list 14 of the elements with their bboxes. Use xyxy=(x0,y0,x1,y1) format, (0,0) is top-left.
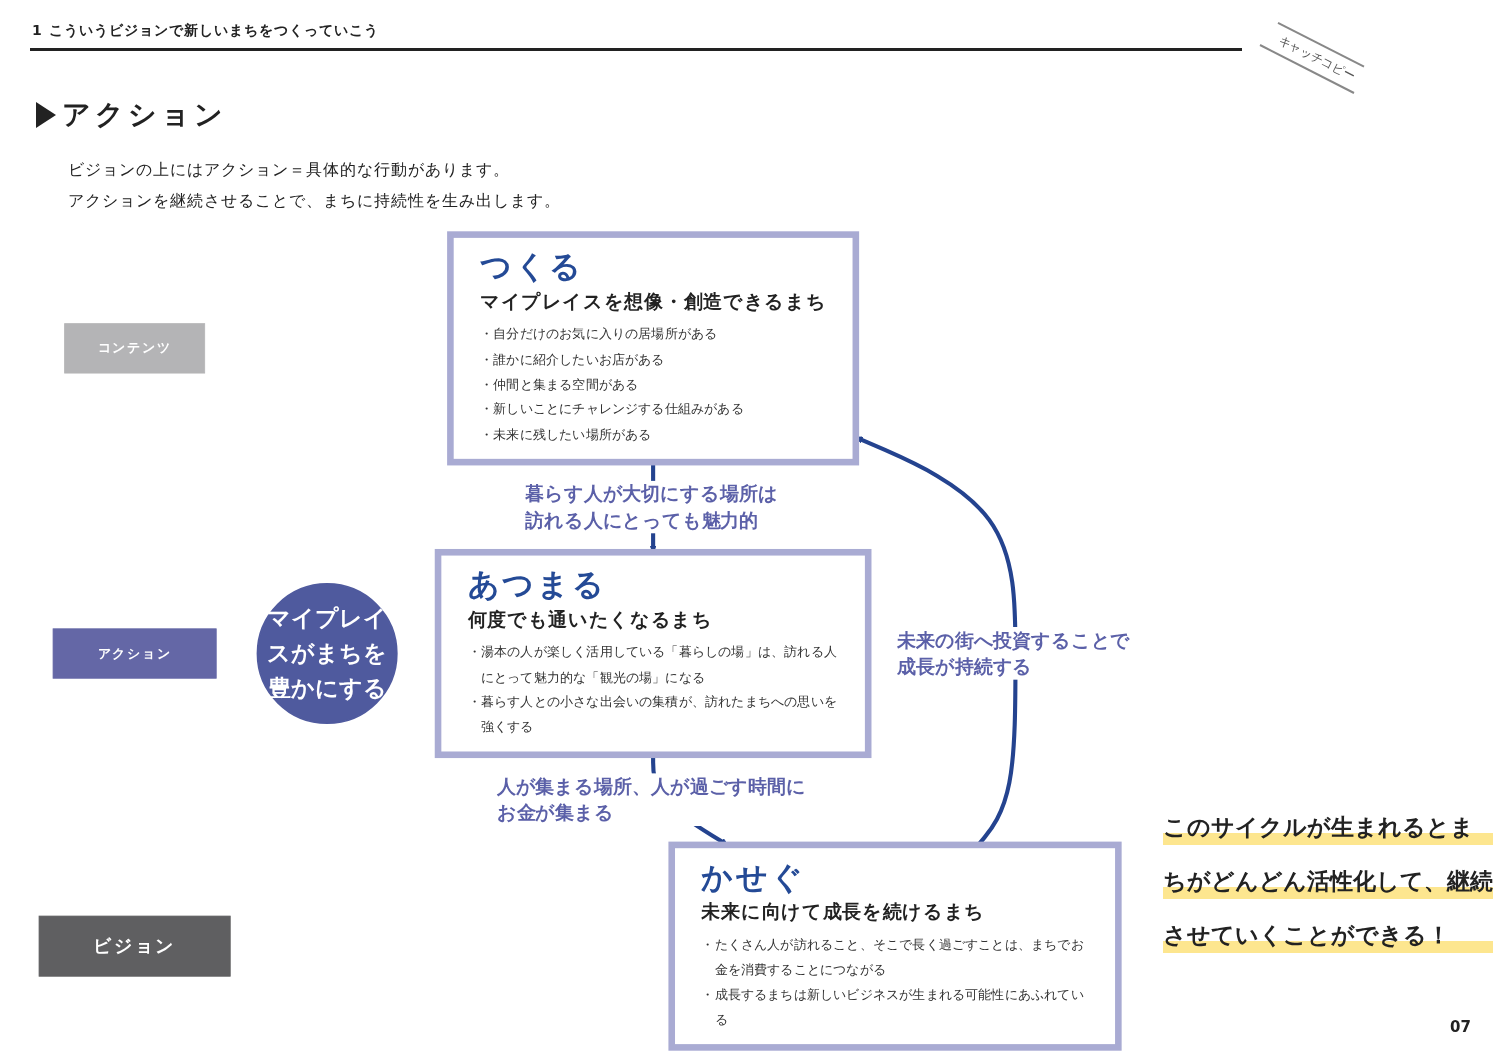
edge-label: 未来の街へ投資することで成長が持続する xyxy=(897,629,1131,678)
node-box: ビジョン xyxy=(38,915,231,977)
page-number: 07 xyxy=(1450,1018,1471,1036)
section-header: 1 こういうビジョンで新しいまちをつくっていこう xyxy=(32,22,379,40)
node-box: つくる マイプレイスを想像・創造できるまち ・自分だけのお気に入りの居場所がある ・誰かに紹介したいお店がある ・仲間と集まる空間がある ・新しいことにチャレンジする仕組みがある ・未来に残したい場所がある xyxy=(447,231,860,466)
node-box: あつまる 何度でも通いたくなるまち ・湯本の人が楽しく活用している「暮らしの場」は、訪れる人にとって魅力的な「観光の場」になる ・暮らす人との小さな出会いの集積が、訪れたまちへの思いを強くする xyxy=(434,548,872,759)
intro-text: アクションを継続させることで、まちに持続性を生み出します。 xyxy=(68,191,561,212)
catch-copy-text: キャッチコピー xyxy=(1275,32,1358,85)
intro-text: ビジョンの上にはアクション＝具体的な行動があります。 xyxy=(68,160,510,181)
page-title: アクション xyxy=(62,97,227,133)
node-box: かせぐ 未来に向けて成長を続けるまち ・たくさん人が訪れること、そこで長く過ごすことは、まちでお金を消費することにつながる ・成長するまちは新しいビジネスが生まれる可能性にあふれている xyxy=(668,841,1122,1051)
node-circle: マイプレイスがまちを豊かにする xyxy=(256,583,398,725)
node-box: アクション xyxy=(52,628,217,679)
node-box: コンテンツ xyxy=(64,323,206,374)
